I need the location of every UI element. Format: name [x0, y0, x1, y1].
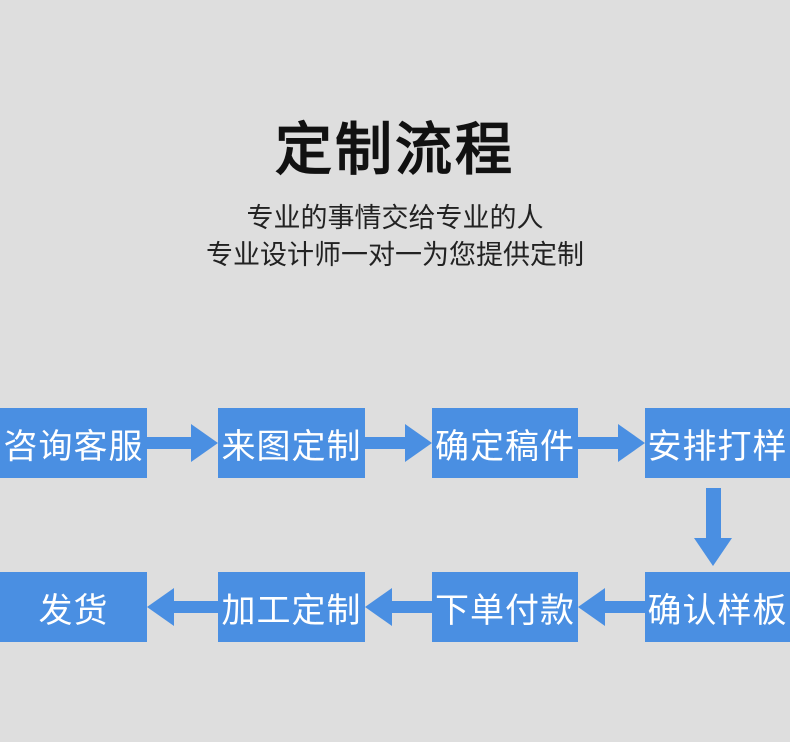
arrow-shaft — [392, 601, 432, 613]
arrow-shaft — [174, 601, 218, 613]
flow-step-arrange-sampling: 安排打样 — [645, 408, 790, 478]
arrow-head — [365, 588, 392, 626]
page-title: 定制流程 — [275, 118, 515, 182]
arrow-head — [578, 588, 605, 626]
arrow-left-icon — [147, 572, 218, 642]
arrow-left-icon — [578, 572, 645, 642]
arrow-right-icon — [578, 408, 645, 478]
flow-step-consult-service: 咨询客服 — [0, 408, 147, 478]
arrow-shaft — [147, 437, 191, 449]
arrow-right-icon — [147, 408, 218, 478]
arrow-right-icon — [365, 408, 432, 478]
arrow-shaft — [605, 601, 645, 613]
flow-step-confirm-sample: 确认样板 — [645, 572, 790, 642]
arrow-down-icon — [694, 488, 732, 566]
flow-step-confirm-draft: 确定稿件 — [432, 408, 578, 478]
arrow-shaft — [705, 488, 721, 538]
arrow-head — [147, 588, 174, 626]
flow-step-order-payment: 下单付款 — [432, 572, 578, 642]
flow-step-shipping: 发货 — [0, 572, 147, 642]
arrow-head — [405, 424, 432, 462]
subtitle: 专业的事情交给专业的人 专业设计师一对一为您提供定制 — [0, 200, 790, 274]
arrow-head — [694, 538, 732, 566]
arrow-shaft — [578, 437, 618, 449]
flow-step-processing: 加工定制 — [218, 572, 365, 642]
arrow-head — [618, 424, 645, 462]
subtitle-line-1: 专业的事情交给专业的人 — [246, 203, 544, 233]
arrow-left-icon — [365, 572, 432, 642]
arrow-head — [191, 424, 218, 462]
flow-step-custom-from-image: 来图定制 — [218, 408, 365, 478]
subtitle-line-2: 专业设计师一对一为您提供定制 — [206, 240, 584, 270]
arrow-shaft — [365, 437, 405, 449]
